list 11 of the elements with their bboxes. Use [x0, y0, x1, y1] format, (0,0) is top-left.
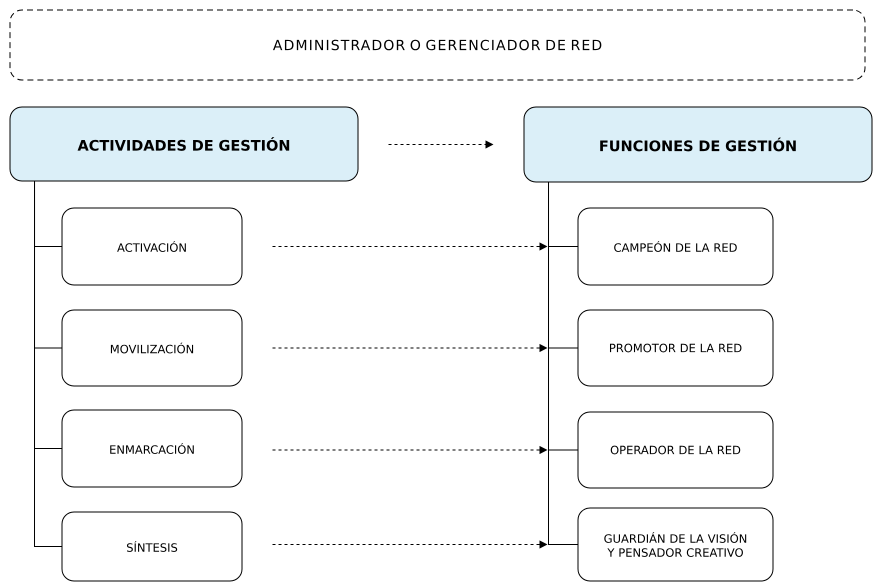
- item-box: PROMOTOR DE LA RED: [578, 309, 774, 386]
- item-box: CAMPEÓN DE LA RED: [578, 207, 774, 286]
- item-box: ENMARCACIÓN: [62, 409, 242, 488]
- heading-box: ACTIVIDADES DE GESTIÓN: [10, 106, 358, 182]
- item-box: ACTIVACIÓN: [62, 207, 242, 286]
- dashed-banner: ADMINISTRADOR O GERENCIADOR DE RED: [10, 10, 866, 80]
- item-box: GUARDIÁN DE LA VISIÓN Y PENSADOR CREATIVO: [578, 507, 774, 582]
- item-box: SÍNTESIS: [62, 511, 242, 582]
- heading-box: FUNCIONES DE GESTIÓN: [524, 106, 872, 182]
- item-box: OPERADOR DE LA RED: [578, 411, 774, 488]
- item-box: MOVILIZACIÓN: [62, 309, 242, 386]
